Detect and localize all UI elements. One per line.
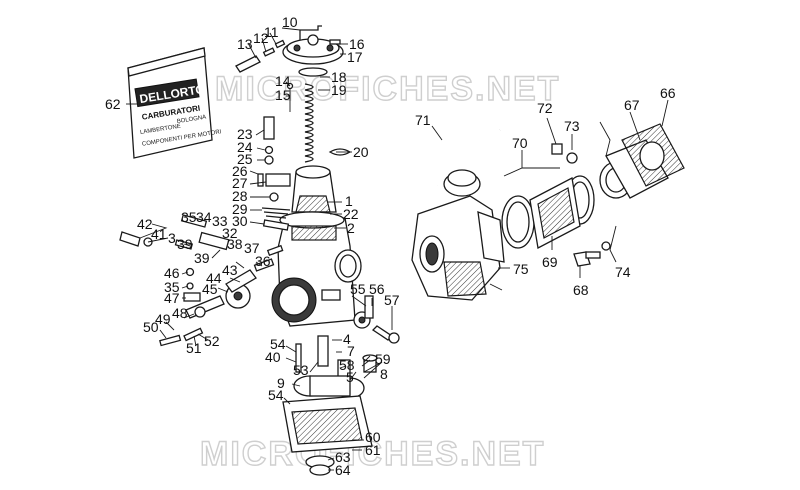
callout-18: 18 bbox=[331, 69, 347, 85]
callout-62: 64 bbox=[335, 462, 351, 478]
callout-41: 42 bbox=[137, 216, 153, 232]
callout-64: 66 bbox=[660, 85, 676, 101]
callout-68: 70 bbox=[512, 135, 528, 151]
callout-48: 49 bbox=[155, 311, 171, 327]
callout-67: 69 bbox=[542, 254, 558, 270]
callout-43: 44 bbox=[206, 270, 222, 286]
right-carburetor-assembly bbox=[411, 123, 685, 301]
callout-17: 17 bbox=[347, 49, 363, 65]
callout-32: 33 bbox=[212, 213, 228, 229]
bag-line3b: BOLOGNA bbox=[176, 115, 206, 126]
callout-69: 71 bbox=[415, 112, 431, 128]
callout-7: 3 bbox=[168, 230, 176, 246]
callout-23: 23 bbox=[237, 126, 253, 142]
callout-61: 63 bbox=[335, 449, 351, 465]
callout-35-right: 36 bbox=[255, 253, 271, 269]
callout-66: 68 bbox=[573, 282, 589, 298]
callout-57: 58 bbox=[339, 357, 355, 373]
callout-24: 24 bbox=[237, 139, 253, 155]
callout-72: 74 bbox=[615, 264, 631, 280]
callout-60: 61 bbox=[365, 442, 381, 458]
callout-36: 37 bbox=[244, 240, 260, 256]
callout-13: 13 bbox=[237, 36, 253, 52]
callout-39: 39 bbox=[177, 236, 193, 252]
watermark-bottom: MICROFICHES.NET bbox=[200, 435, 545, 473]
callout-28: 28 bbox=[232, 188, 248, 204]
callout-31: 32 bbox=[222, 225, 238, 241]
callout-3: 4 bbox=[343, 331, 351, 347]
left-side-parts bbox=[119, 116, 302, 373]
callout-38: 39 bbox=[194, 250, 210, 266]
callout-16: 16 bbox=[349, 36, 365, 52]
callout-44: 45 bbox=[202, 281, 218, 297]
callout-59: 60 bbox=[365, 429, 381, 445]
callout-50: 51 bbox=[186, 340, 202, 356]
callout-56: 57 bbox=[384, 292, 400, 308]
callout-71: 73 bbox=[564, 118, 580, 134]
callout-1: 1 bbox=[345, 193, 353, 209]
callout-10: 10 bbox=[282, 14, 298, 30]
callout-54-right: 55 bbox=[350, 281, 366, 297]
callout-5: 7 bbox=[347, 343, 355, 359]
callout-11: 11 bbox=[264, 24, 279, 40]
callout-39-bottom: 40 bbox=[265, 349, 281, 365]
callout-20: 20 bbox=[353, 144, 369, 160]
callout-42: 43 bbox=[222, 262, 238, 278]
callout-15: 15 bbox=[275, 87, 291, 103]
callout-19: 19 bbox=[331, 82, 347, 98]
callout-34: 35 bbox=[181, 209, 197, 225]
callout-30: 30 bbox=[232, 213, 248, 229]
callout-2: 2 bbox=[347, 220, 355, 236]
callout-22: 22 bbox=[343, 206, 359, 222]
callout-65: 67 bbox=[624, 97, 640, 113]
main-carburetor bbox=[235, 25, 400, 476]
callout-54-bottom: 54 bbox=[270, 336, 286, 352]
callout-9: 9 bbox=[277, 375, 285, 391]
callout-46: 47 bbox=[164, 290, 180, 306]
callout-63: 62 bbox=[105, 96, 121, 112]
leader-lines bbox=[126, 27, 669, 471]
callout-49: 50 bbox=[143, 319, 159, 335]
callout-8: 8 bbox=[380, 366, 388, 382]
callout-14: 14 bbox=[275, 73, 291, 89]
callout-27: 27 bbox=[232, 175, 248, 191]
callout-37: 38 bbox=[227, 236, 243, 252]
callout-40: 41 bbox=[151, 226, 167, 242]
callout-4: 5 bbox=[346, 369, 354, 385]
callout-53: 54 bbox=[268, 387, 284, 403]
callout-52: 53 bbox=[293, 362, 309, 378]
watermark-top: MICROFICHES.NET bbox=[215, 70, 560, 108]
callout-25: 25 bbox=[237, 151, 253, 167]
callout-55: 56 bbox=[369, 281, 385, 297]
gasket-kit-bag: DELLORTO CARBURATORI LAMBERTONE BOLOGNA … bbox=[127, 47, 222, 159]
callout-73: 75 bbox=[513, 261, 529, 277]
callout-labels: 62 13 12 11 10 16 17 18 19 14 15 20 1 22… bbox=[105, 14, 676, 478]
callout-33: 34 bbox=[196, 209, 212, 225]
callout-35-left: 35 bbox=[164, 279, 180, 295]
callout-51: 52 bbox=[204, 333, 220, 349]
callout-45: 46 bbox=[164, 265, 180, 281]
callout-26: 26 bbox=[232, 163, 248, 179]
callout-12: 12 bbox=[253, 30, 269, 46]
callout-29: 29 bbox=[232, 201, 248, 217]
callout-47: 48 bbox=[172, 305, 188, 321]
callout-70: 72 bbox=[537, 100, 553, 116]
callout-58: 59 bbox=[375, 351, 391, 367]
